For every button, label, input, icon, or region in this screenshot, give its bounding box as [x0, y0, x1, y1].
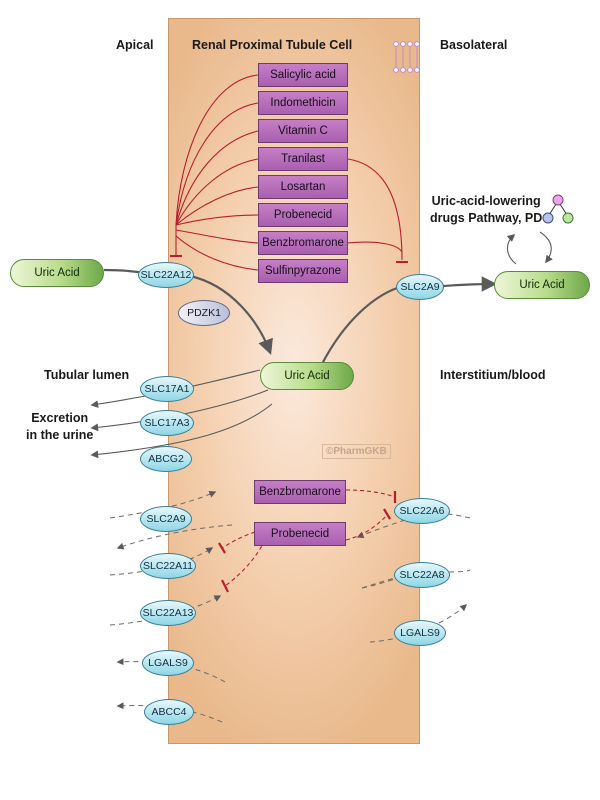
drug-salicylic-acid[interactable]: Salicylic acid	[258, 63, 348, 87]
pathway-line-2: drugs Pathway, PD	[430, 211, 543, 225]
protein-lgals9-left[interactable]: LGALS9	[142, 650, 194, 676]
pathway-link[interactable]: Uric-acid-lowering drugs Pathway, PD	[430, 193, 542, 227]
uric-acid-lumen[interactable]: Uric Acid	[10, 259, 104, 287]
pathway-line-1: Uric-acid-lowering	[431, 194, 541, 208]
membrane-icon	[393, 41, 420, 73]
cell-title: Renal Proximal Tubule Cell	[192, 38, 353, 52]
transporter-slc22a8[interactable]: SLC22A8	[394, 562, 450, 588]
drug-vitamin-c[interactable]: Vitamin C	[258, 119, 348, 143]
transporter-slc22a13[interactable]: SLC22A13	[140, 600, 196, 626]
excretion-line-1: Excretion	[31, 411, 89, 425]
transporter-slc2a9-top[interactable]: SLC2A9	[396, 274, 444, 300]
transporter-slc22a6[interactable]: SLC22A6	[394, 498, 450, 524]
excretion-label: Excretion in the urine	[26, 410, 93, 444]
pharmgkb-watermark: ©PharmGKB	[322, 444, 391, 459]
drug-probenecid-lower[interactable]: Probenecid	[254, 522, 346, 546]
transporter-slc2a9-lower[interactable]: SLC2A9	[140, 506, 192, 532]
drug-probenecid[interactable]: Probenecid	[258, 203, 348, 227]
transporter-slc22a11[interactable]: SLC22A11	[140, 553, 196, 579]
transporter-slc17a3[interactable]: SLC17A3	[140, 410, 194, 436]
excretion-line-2: in the urine	[26, 428, 94, 442]
transporter-slc22a12[interactable]: SLC22A12	[138, 262, 194, 288]
pathway-icon[interactable]	[538, 193, 578, 229]
protein-pdzk1[interactable]: PDZK1	[178, 300, 230, 326]
transporter-abcg2[interactable]: ABCG2	[140, 446, 192, 472]
drug-losartan[interactable]: Losartan	[258, 175, 348, 199]
tubular-lumen-label: Tubular lumen	[44, 368, 130, 382]
drug-benzbromarone-lower[interactable]: Benzbromarone	[254, 480, 346, 504]
drug-indomethicin[interactable]: Indomethicin	[258, 91, 348, 115]
protein-lgals9-right[interactable]: LGALS9	[394, 620, 446, 646]
transporter-abcc4[interactable]: ABCC4	[144, 699, 194, 725]
transporter-slc17a1[interactable]: SLC17A1	[140, 376, 194, 402]
apical-label: Apical	[116, 38, 154, 52]
drug-tranilast[interactable]: Tranilast	[258, 147, 348, 171]
drug-sulfinpyrazone[interactable]: Sulfinpyrazone	[258, 259, 348, 283]
drug-benzbromarone[interactable]: Benzbromarone	[258, 231, 348, 255]
basolateral-label: Basolateral	[440, 38, 508, 52]
uric-acid-blood[interactable]: Uric Acid	[494, 271, 590, 299]
interstitium-label: Interstitium/blood	[440, 368, 546, 382]
uric-acid-cell[interactable]: Uric Acid	[260, 362, 354, 390]
